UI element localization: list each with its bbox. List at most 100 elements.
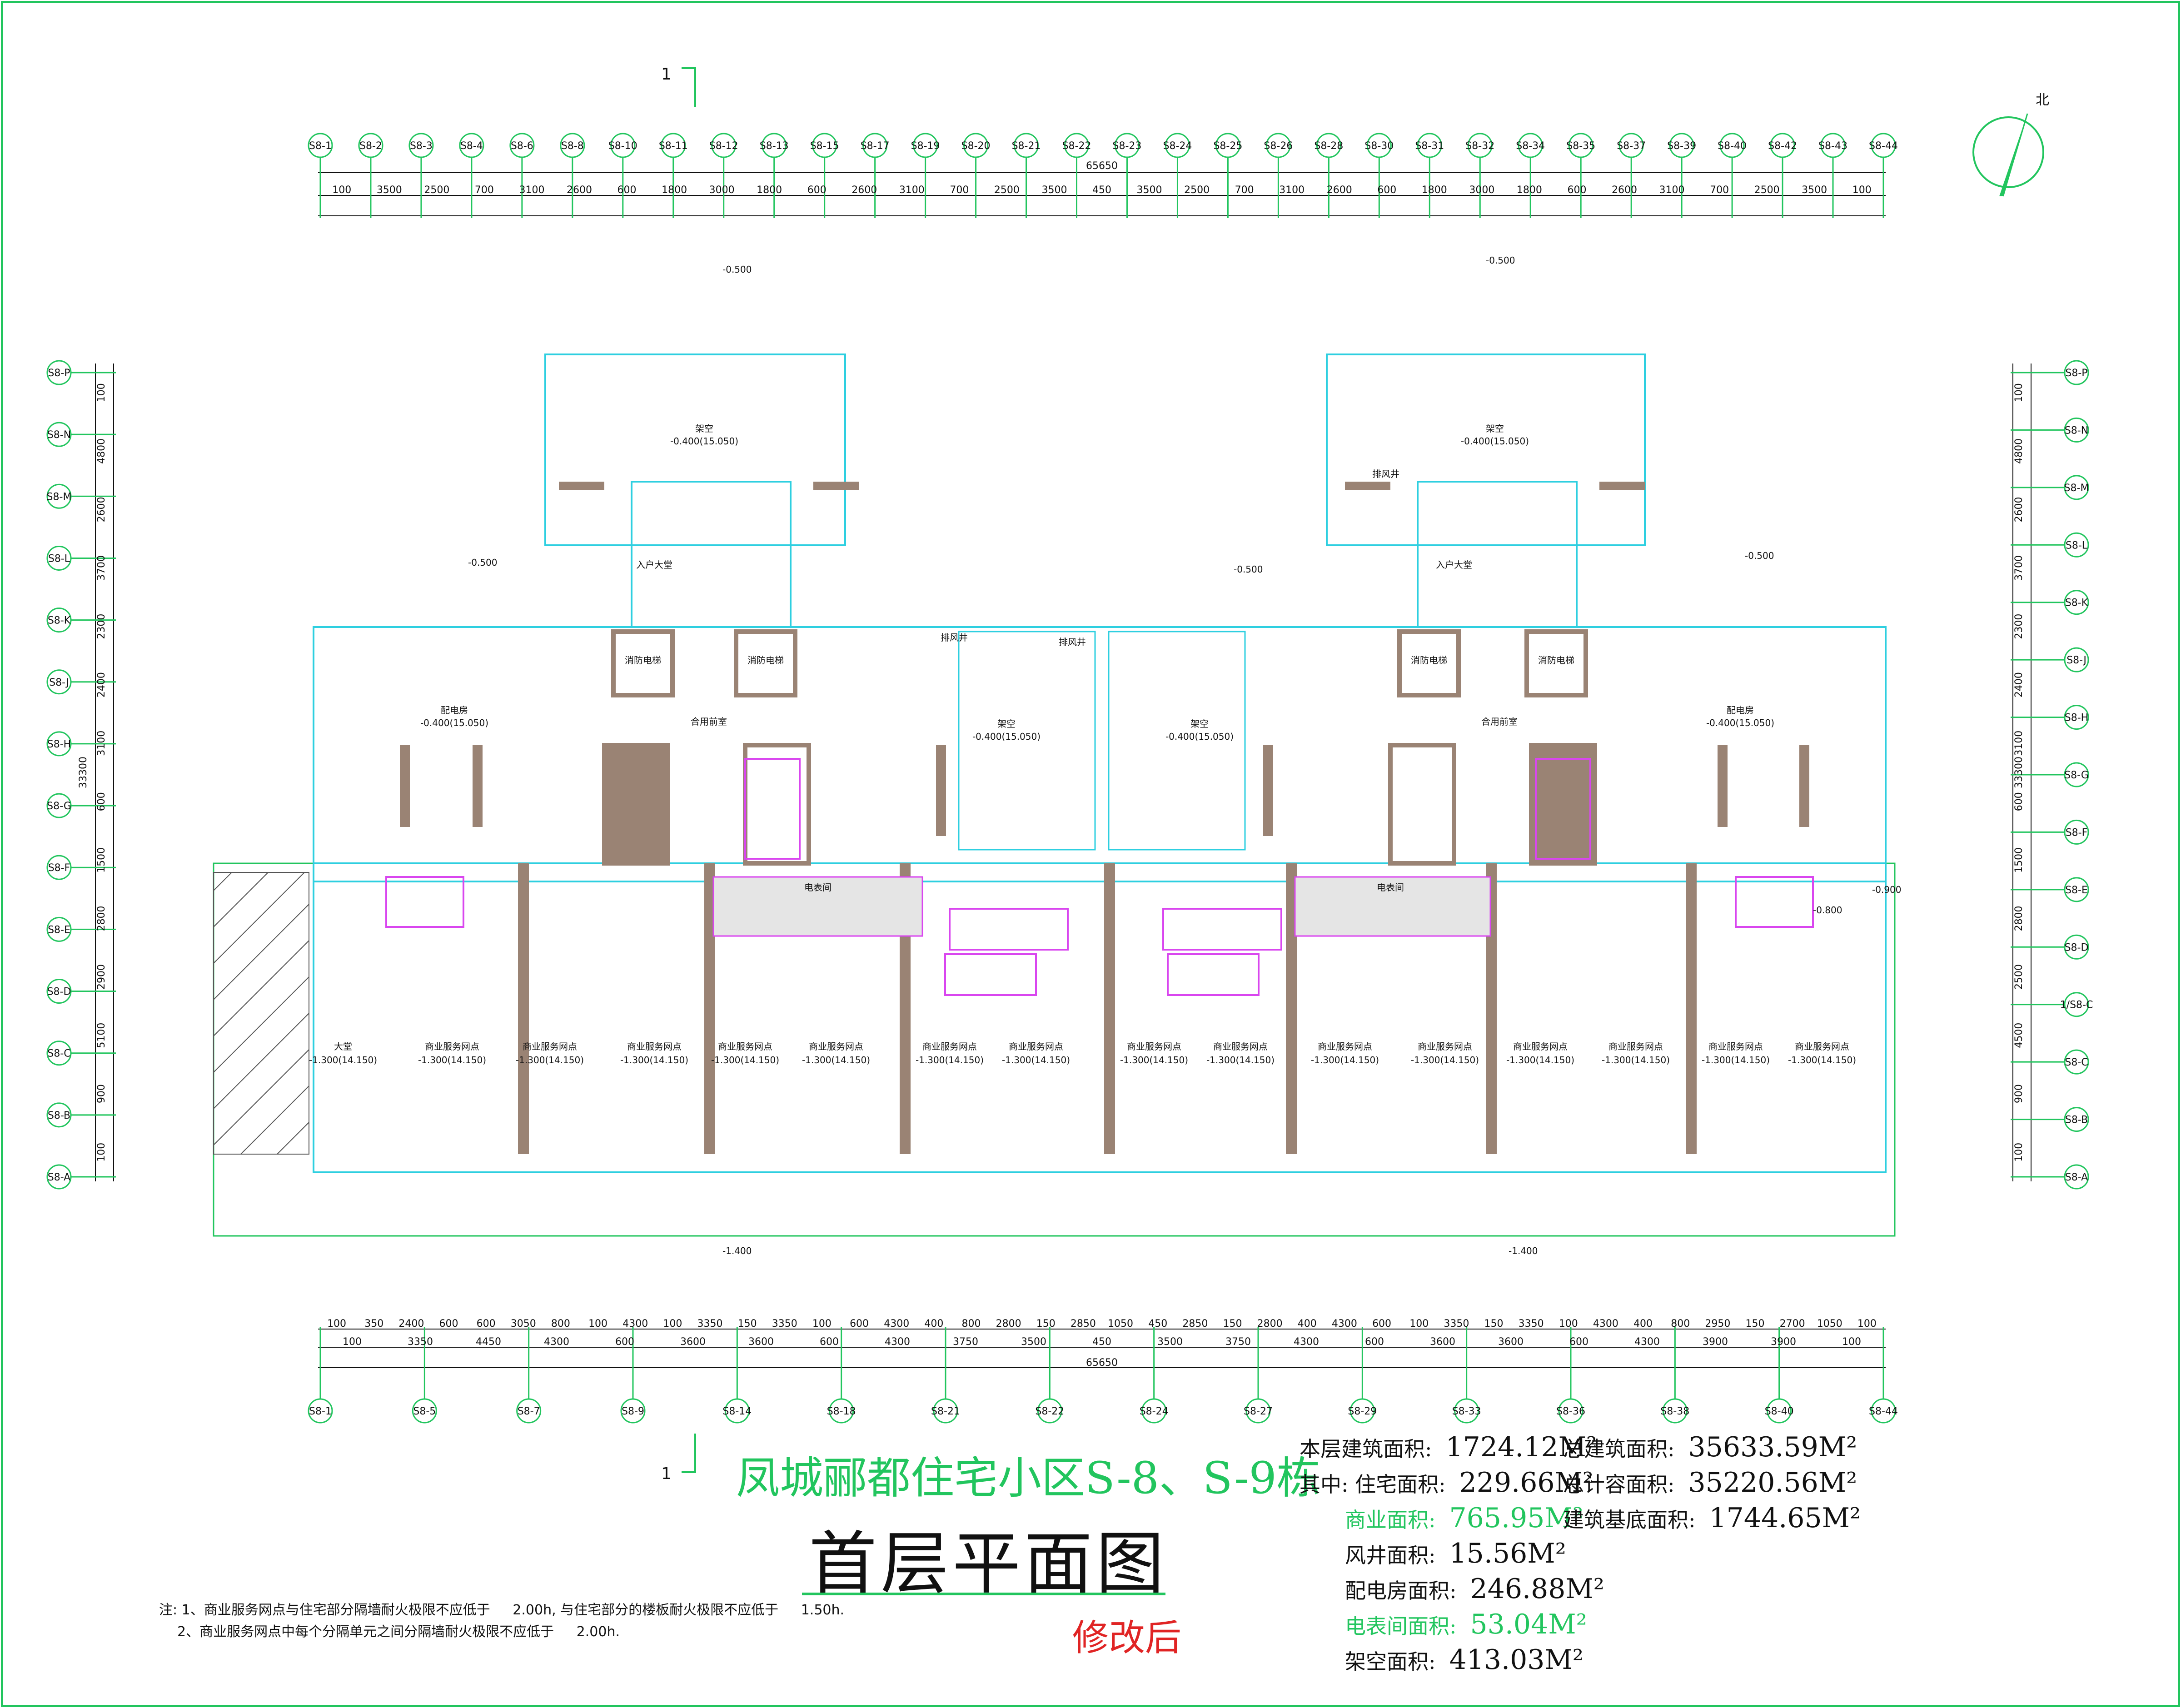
dimension-value: 450 [1092, 1336, 1111, 1348]
elevation-mark: -0.500 [1234, 564, 1263, 575]
axis-bubble [46, 608, 72, 633]
dimension-value: 100 [2013, 1143, 2025, 1162]
axis-bubble [2064, 877, 2089, 902]
axis-bubble [459, 133, 484, 158]
dimension-value: 3100 [1279, 184, 1305, 196]
dimension-value: 150 [738, 1318, 757, 1330]
dimension-value: 1500 [2013, 847, 2025, 873]
commercial-area-value: 765.95M² [1449, 1502, 1583, 1534]
axis-label: S8-21 [931, 1406, 960, 1417]
dimension-value: 450 [1148, 1318, 1167, 1330]
axis-label: S8-29 [1348, 1406, 1377, 1417]
room-shop: 商业服务网点 [425, 1041, 479, 1052]
note-1-text-b: 2.00h, 与住宅部分的楼板耐火极限不应低于 [513, 1602, 779, 1618]
footprint-area-row: 建筑基底面积:1744.65M² [1563, 1502, 1861, 1534]
commercial-area-label: 商业面积: [1345, 1508, 1436, 1532]
dimension-value: 100 [96, 1143, 107, 1162]
axis-label: S8-24 [1163, 140, 1192, 152]
elevation-mark: -1.400 [722, 1245, 752, 1256]
dimension-value: 3000 [709, 184, 735, 196]
axis-label: S8-F [48, 862, 70, 874]
dimension-value: 2850 [1182, 1318, 1208, 1330]
dimension-value: 100 [1857, 1318, 1877, 1330]
dimension-value: 3000 [1469, 184, 1494, 196]
axis-bubble [1366, 133, 1392, 158]
dimension-value: 100 [663, 1318, 682, 1330]
meter-area-label: 电表间面积: [1345, 1614, 1457, 1638]
dimension-value: 3900 [1771, 1336, 1796, 1348]
axis-bubble [762, 133, 787, 158]
dimension-value: 2500 [2013, 964, 2025, 990]
axis-bubble [2064, 532, 2089, 558]
dimension-value: 3600 [680, 1336, 706, 1348]
shaft-area-label: 风井面积: [1345, 1543, 1436, 1568]
axis-label: S8-H [2065, 712, 2088, 724]
axis-label: S8-J [49, 677, 69, 688]
floor-area-value: 1724.12M² [1445, 1431, 1598, 1463]
room-vent: 排风井 [1059, 637, 1086, 647]
axis-bubble [1662, 1398, 1688, 1424]
dimension-value: 3100 [96, 731, 107, 756]
dimension-value: 100 [343, 1336, 362, 1348]
room-entrance: 入户大堂 [1436, 559, 1472, 570]
axis-label: S8-35 [1566, 140, 1595, 152]
room-shop: 商业服务网点 [1608, 1041, 1663, 1052]
axis-label: S8-K [2065, 598, 2088, 609]
axis-label: 1/S8-C [2060, 1000, 2093, 1011]
room-shop-elev: -1.300(14.150) [1788, 1055, 1856, 1066]
dimension-value: 3100 [899, 184, 925, 196]
axis-bubble [2064, 992, 2089, 1017]
axis-bubble [1141, 1398, 1167, 1424]
dimension-value: 2300 [96, 614, 107, 639]
revision-label: 修改后 [1072, 1617, 1181, 1659]
axis-label: S8-14 [722, 1406, 752, 1417]
axis-label: S8-2 [359, 140, 382, 152]
axis-label: S8-C [2065, 1057, 2088, 1068]
axis-bubble [46, 731, 72, 757]
note-2-text-b: 2.00h. [576, 1624, 620, 1640]
dimension-value: 2600 [96, 497, 107, 522]
axis-label: S8-13 [760, 140, 789, 152]
dimension-value: 2800 [2013, 906, 2025, 931]
north-arrow: 北 [1972, 92, 2049, 197]
note-1: 注: 1、商业服务网点与住宅部分隔墙耐火极限不应低于 2.00h, 与住宅部分的… [159, 1599, 844, 1621]
axis-label: S8-9 [622, 1406, 644, 1417]
dimension-value: 2600 [851, 184, 877, 196]
room-shop: 商业服务网点 [1513, 1041, 1568, 1052]
dimension-value: 2400 [2013, 672, 2025, 697]
axis-bubble [46, 793, 72, 818]
axis-bubble [46, 916, 72, 942]
axis-bubble [46, 483, 72, 509]
dimension-value: 1800 [1422, 184, 1447, 196]
axis-label: S8-38 [1660, 1406, 1689, 1417]
dimension-value: 100 [332, 184, 351, 196]
dimension-value: 2850 [1071, 1318, 1096, 1330]
axis-bubble [2064, 417, 2089, 443]
dimension-value: 4800 [96, 438, 107, 464]
right-total-dimension: 33300 [2013, 757, 2025, 788]
axis-bubble [1467, 133, 1493, 158]
left-total-dimension: 33300 [78, 757, 89, 788]
room-open-elev: -0.400(15.050) [1165, 731, 1234, 742]
room-shop: 商业服务网点 [1795, 1041, 1849, 1052]
axis-label: S8-18 [827, 1406, 856, 1417]
axis-bubble [560, 133, 585, 158]
axis-label: S8-N [47, 429, 71, 441]
total-area-value: 35633.59M² [1688, 1431, 1857, 1463]
power-area-label: 配电房面积: [1345, 1579, 1457, 1603]
elevation-mark: -0.500 [1486, 255, 1515, 266]
room-shop-elev: -1.300(14.150) [516, 1055, 584, 1066]
dimension-value: 600 [96, 792, 107, 811]
dimension-value: 4300 [1294, 1336, 1319, 1348]
axis-bubble [308, 133, 333, 158]
axis-bubble [933, 1398, 958, 1424]
footprint-area-value: 1744.65M² [1709, 1502, 1861, 1534]
axis-bubble [1518, 133, 1543, 158]
dimension-value: 400 [924, 1318, 943, 1330]
axis-label: S8-42 [1768, 140, 1797, 152]
dimension-value: 100 [96, 383, 107, 402]
section-mark-bottom: 1 [661, 1464, 672, 1483]
area-table: 本层建筑面积:1724.12M² 其中: 住宅面积:229.66M² 商业面积:… [1300, 1431, 2163, 1704]
